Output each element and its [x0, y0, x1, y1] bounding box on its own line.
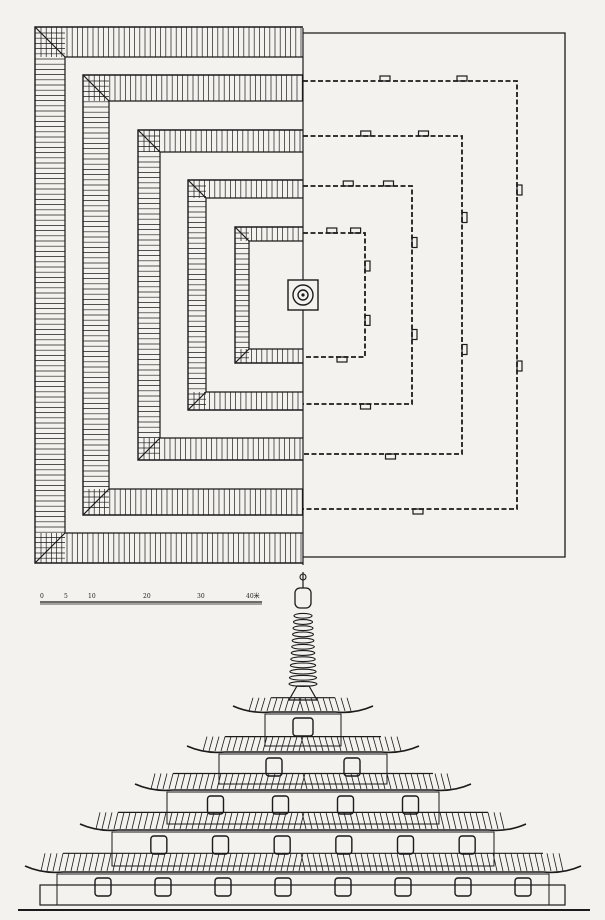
roof-tier-4: [186, 735, 420, 785]
scale-bar: 0 5 10 20 30 40米: [40, 592, 262, 605]
floor-plan: [34, 26, 566, 565]
scale-tick-0: 0: [40, 593, 44, 600]
roof-tier-3: [134, 772, 472, 825]
plan-tier-foundation-4: [303, 180, 418, 410]
plan-tier-foundation-5: [303, 227, 371, 363]
plan-tier-roof-1: [34, 26, 303, 564]
roof-tier-5: [232, 697, 374, 747]
scale-tick-5: 5: [64, 593, 68, 600]
plan-tier-roof-5: [234, 226, 303, 364]
stone-base: [39, 884, 566, 906]
scale-tick-20: 20: [143, 593, 151, 600]
plan-tier-foundation-3: [303, 130, 468, 460]
plan-tier-roof-4: [187, 179, 303, 411]
scale-tick-30: 30: [197, 593, 205, 600]
central-pinnacle-symbol: [287, 279, 319, 311]
plan-tier-roof-2: [82, 74, 303, 516]
roof-tier-2: [79, 811, 527, 867]
plan-tier-foundation-1: [303, 32, 566, 558]
plan-foundation-half: [303, 32, 566, 558]
spire-finial: [287, 572, 319, 701]
roof-tier-1: [24, 852, 582, 906]
plan-tier-roof-3: [137, 129, 303, 461]
plan-roof-half: [34, 26, 303, 564]
scale-tick-40: 40米: [246, 592, 260, 600]
elevation-view: [18, 572, 590, 911]
plan-tier-foundation-2: [303, 75, 523, 515]
roof-tiers: [24, 697, 582, 906]
scale-tick-10: 10: [88, 593, 96, 600]
